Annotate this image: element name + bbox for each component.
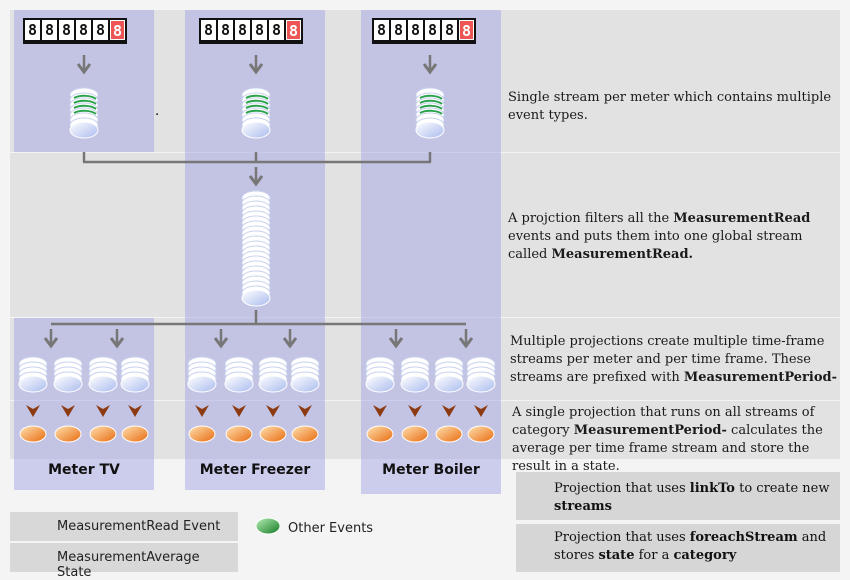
state-disc-icon <box>291 425 319 443</box>
brown-down-arrow-icon <box>298 405 312 417</box>
meter-label-freezer: Meter Freezer <box>199 462 311 478</box>
meter-digit: 8 <box>218 20 233 40</box>
state-disc-icon <box>89 425 117 443</box>
meter-digit: 8 <box>408 20 423 40</box>
legend-other-events: Other Events <box>288 521 374 536</box>
stream-stack-icon <box>290 356 320 393</box>
meter-digit: 8 <box>59 20 74 40</box>
state-disc-icon <box>467 425 495 443</box>
state-disc-icon <box>435 425 463 443</box>
meter-digit: 8 <box>93 20 108 40</box>
meter-digit: 8 <box>269 20 284 40</box>
brown-down-arrow-icon <box>26 405 40 417</box>
stream-stack-icon <box>434 356 464 393</box>
legend-measurement-average: MeasurementAverage State <box>10 543 238 580</box>
brown-down-arrow-icon <box>232 405 246 417</box>
other-event-disc-icon <box>255 517 281 535</box>
stream-stack-icon <box>88 356 118 393</box>
meter-digit-red: 8 <box>110 20 125 40</box>
stream-stack-icon <box>365 356 395 393</box>
meter-digit: 8 <box>442 20 457 40</box>
description-row-4: A single projection that runs on all str… <box>512 405 823 474</box>
band-row-2 <box>10 153 840 317</box>
brown-down-arrow-icon <box>408 405 422 417</box>
state-disc-icon <box>54 425 82 443</box>
stream-stack-icon <box>241 87 271 139</box>
stream-stack-icon <box>187 356 217 393</box>
meter-display-boiler: 8 8 8 8 8 8 <box>372 18 476 44</box>
brown-down-arrow-icon <box>474 405 488 417</box>
meter-display-tv: 8 8 8 8 8 8 <box>23 18 127 44</box>
brown-down-arrow-icon <box>373 405 387 417</box>
brown-down-arrow-icon <box>61 405 75 417</box>
state-disc-icon <box>366 425 394 443</box>
state-disc-icon <box>225 425 253 443</box>
meter-digit-red: 8 <box>286 20 301 40</box>
legend-linkto: Projection that uses linkTo to create ne… <box>516 472 840 520</box>
stream-stack-icon <box>415 87 445 139</box>
meter-digit: 8 <box>374 20 389 40</box>
meter-digit: 8 <box>425 20 440 40</box>
brown-down-arrow-icon <box>128 405 142 417</box>
meter-display-freezer: 8 8 8 8 8 8 <box>199 18 303 44</box>
meter-digit: 8 <box>391 20 406 40</box>
description-row-3: Multiple projections create multiple tim… <box>510 334 837 385</box>
description-row-1: Single stream per meter which contains m… <box>508 90 832 123</box>
state-disc-icon <box>19 425 47 443</box>
meter-digit: 8 <box>25 20 40 40</box>
state-disc-icon <box>259 425 287 443</box>
meter-digit: 8 <box>76 20 91 40</box>
meter-column-tv-lower <box>14 318 154 490</box>
meter-digit: 8 <box>235 20 250 40</box>
description-row-2: A projction filters all the MeasurementR… <box>508 211 811 262</box>
stream-stack-icon <box>53 356 83 393</box>
stream-stack-icon <box>120 356 150 393</box>
stream-stack-icon <box>69 87 99 139</box>
state-disc-icon <box>401 425 429 443</box>
brown-down-arrow-icon <box>442 405 456 417</box>
state-disc-icon <box>121 425 149 443</box>
legend-measurement-read: MeasurementRead Event <box>10 512 238 541</box>
stream-stack-icon <box>258 356 288 393</box>
brown-down-arrow-icon <box>195 405 209 417</box>
state-disc-icon <box>188 425 216 443</box>
stream-stack-icon <box>241 190 271 307</box>
meter-digit: 8 <box>201 20 216 40</box>
meter-digit: 8 <box>42 20 57 40</box>
stream-stack-icon <box>18 356 48 393</box>
meter-label-boiler: Meter Boiler <box>382 462 480 478</box>
brown-down-arrow-icon <box>96 405 110 417</box>
meter-label-tv: Meter TV <box>48 462 120 478</box>
legend-foreachstream: Projection that uses foreachStream and s… <box>516 524 840 572</box>
meter-digit: 8 <box>252 20 267 40</box>
meter-digit-red: 8 <box>459 20 474 40</box>
stream-stack-icon <box>400 356 430 393</box>
stray-dot: . <box>155 104 160 119</box>
stream-stack-icon <box>224 356 254 393</box>
brown-down-arrow-icon <box>266 405 280 417</box>
stream-stack-icon <box>466 356 496 393</box>
